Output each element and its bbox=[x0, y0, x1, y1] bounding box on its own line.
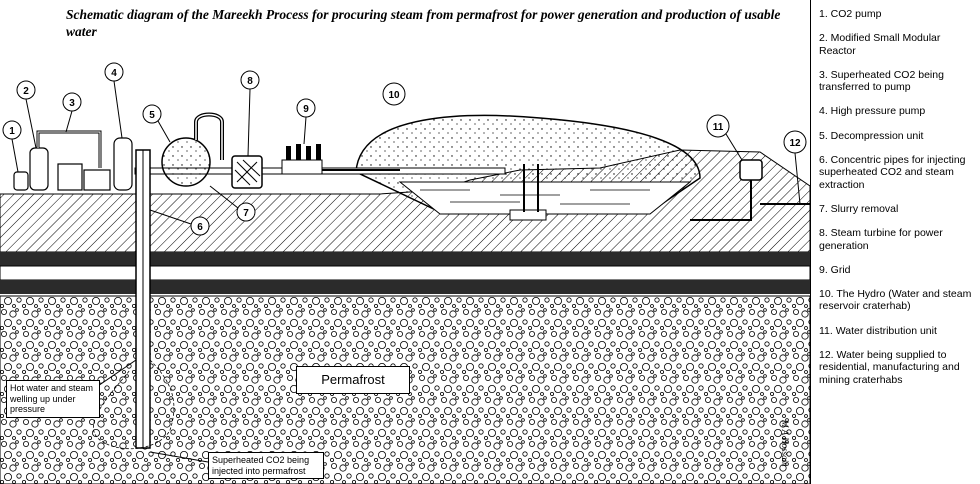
callout-8: 8 bbox=[240, 70, 260, 157]
rock-stratum-lower bbox=[0, 280, 810, 294]
steam-plume bbox=[93, 359, 175, 450]
legend-item-8: 8. Steam turbine for power generation bbox=[819, 227, 943, 252]
callout-12: 12 bbox=[783, 130, 807, 205]
callout-1: 1 bbox=[2, 120, 22, 173]
svg-text:3: 3 bbox=[69, 98, 75, 109]
callout-3: 3 bbox=[62, 92, 82, 133]
svg-text:1: 1 bbox=[9, 126, 15, 137]
co2-transfer-pipe-inner bbox=[37, 131, 101, 168]
svg-text:11: 11 bbox=[713, 122, 724, 133]
grid-insulators bbox=[286, 144, 321, 160]
legend-item-12: 12. Water being supplied to residential,… bbox=[819, 348, 960, 386]
legend-item-3: 3. Superheated CO2 being transferred to … bbox=[819, 68, 944, 94]
callout-markers: 1 2 3 4 5 6 7 8 9 10 11 12 bbox=[2, 62, 807, 236]
distribution-pipe bbox=[690, 180, 752, 221]
legend-item-11: 11. Water distribution unit bbox=[819, 324, 937, 337]
svg-text:8: 8 bbox=[247, 76, 253, 87]
svg-text:6: 6 bbox=[197, 222, 203, 233]
legend-panel: 1. CO2 pump 2. Modified Small Modular Re… bbox=[810, 0, 980, 484]
permafrost-label: Permafrost bbox=[296, 366, 410, 394]
callout-7: 7 bbox=[209, 185, 256, 222]
pump-housing bbox=[83, 169, 111, 191]
high-pressure-pump bbox=[113, 137, 133, 191]
decompression-unit bbox=[161, 137, 211, 187]
callout-10: 10 bbox=[382, 82, 406, 106]
callout-4: 4 bbox=[104, 62, 124, 139]
legend-item-6: 6. Concentric pipes for injecting superh… bbox=[819, 153, 966, 191]
callout-11: 11 bbox=[706, 114, 743, 161]
hot-water-label: Hot water and steam welling up under pre… bbox=[6, 380, 100, 418]
legend-item-2: 2. Modified Small Modular Reactor bbox=[819, 32, 941, 57]
rock-stratum bbox=[0, 252, 810, 266]
turbine-blades bbox=[234, 159, 261, 186]
co2-pump bbox=[13, 171, 29, 191]
legend-item-1: 1. CO2 pump bbox=[819, 8, 882, 20]
reactor bbox=[29, 147, 49, 191]
steam-pipe-loop-inner bbox=[195, 113, 223, 160]
callout-2: 2 bbox=[16, 80, 37, 149]
svg-text:2: 2 bbox=[23, 86, 29, 97]
cooling-unit bbox=[57, 163, 83, 191]
water-distribution-unit bbox=[739, 159, 763, 181]
svg-text:4: 4 bbox=[111, 68, 117, 79]
legend-item-5: 5. Decompression unit bbox=[819, 129, 924, 142]
hydro-water bbox=[398, 181, 692, 215]
callout-6: 6 bbox=[149, 209, 210, 236]
legend-item-9: 9. Grid bbox=[819, 263, 851, 276]
grid-building bbox=[281, 159, 323, 175]
legend-list: 1. CO2 pump 2. Modified Small Modular Re… bbox=[811, 0, 980, 386]
water-ripples bbox=[420, 189, 650, 205]
process-schematic: 1 2 3 4 5 6 7 8 9 10 11 12 bbox=[0, 62, 810, 484]
diagram-title: Schematic diagram of the Mareekh Process… bbox=[66, 7, 781, 39]
artist-signature: M A Hossain bbox=[780, 420, 790, 467]
legend-item-4: 4. High pressure pump bbox=[819, 105, 926, 118]
hydro-collector bbox=[509, 209, 547, 221]
svg-text:12: 12 bbox=[789, 138, 801, 149]
svg-text:9: 9 bbox=[303, 104, 309, 115]
svg-text:10: 10 bbox=[388, 90, 400, 101]
legend-item-7: 7. Slurry removal bbox=[819, 202, 899, 215]
sand-stratum bbox=[0, 265, 810, 281]
co2-injected-label: Superheated CO2 being injected into perm… bbox=[208, 452, 324, 479]
callout-9: 9 bbox=[296, 98, 316, 145]
svg-text:5: 5 bbox=[149, 110, 155, 121]
svg-text:7: 7 bbox=[243, 208, 249, 219]
co2-injected-pointer bbox=[149, 451, 209, 463]
callout-5: 5 bbox=[142, 104, 171, 143]
legend-item-10: 10. The Hydro (Water and steam reservoir… bbox=[819, 287, 972, 313]
